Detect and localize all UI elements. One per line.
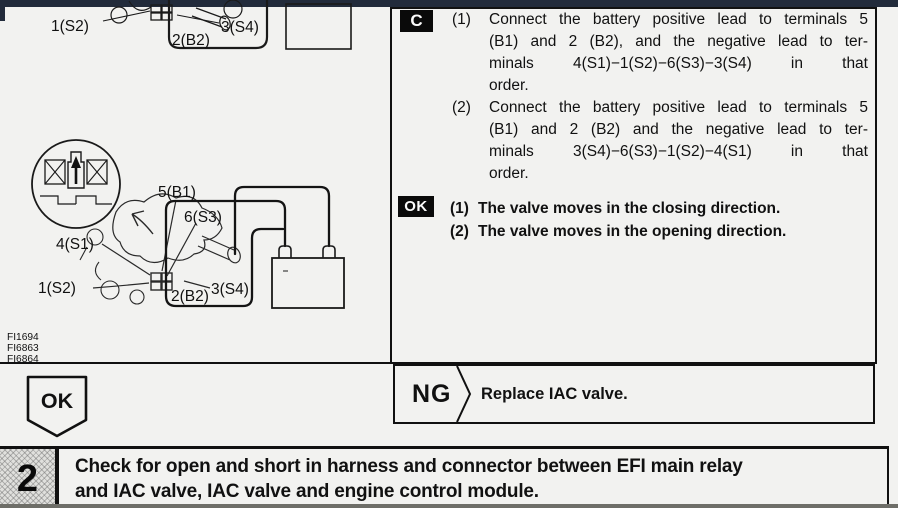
condition-badge: C <box>400 10 433 32</box>
terminal-label-5b1: 5(B1) <box>158 184 196 201</box>
instruction-lines: Connect the battery positive lead to ter… <box>489 9 868 185</box>
coil-right-icon <box>86 159 108 185</box>
instruction-line: Connect the battery positive lead to ter… <box>489 99 868 116</box>
leader-3s4-top <box>176 14 220 24</box>
leader-1s2-top <box>102 10 151 22</box>
battery <box>271 245 345 309</box>
leader-1s2 <box>92 282 150 289</box>
figure-code-2: FI6863 <box>7 343 39 354</box>
terminal-label-2b2: 2(B2) <box>171 288 209 305</box>
ng-action-text: Replace IAC valve. <box>481 384 628 403</box>
result-text: The valve moves in the closing direction… <box>478 200 781 217</box>
terminal-label-4s1: 4(S1) <box>56 236 94 253</box>
leader-lines <box>92 199 211 289</box>
terminal-label-1s2: 1(S2) <box>38 280 76 297</box>
valve-direction-arrow-head <box>71 156 81 168</box>
ok-flow-label: OK <box>41 389 74 413</box>
battery-terminal-right <box>322 245 336 258</box>
iac-valve-diagrams: 1(S2) 2(B2) 3(S4) <box>7 0 352 365</box>
result-text: The valve moves in the opening direction… <box>478 223 787 240</box>
terminal-block-top <box>150 4 173 21</box>
step-cell-divider <box>55 449 59 508</box>
page-bottom-edge <box>0 504 898 508</box>
wire-to-left-terminal <box>164 199 287 308</box>
leader-5b1 <box>161 199 177 272</box>
instruction-line: Connect the battery positive lead to ter… <box>489 11 868 28</box>
terminal-label-6s3: 6(S3) <box>184 209 222 226</box>
step-marker-1: (1) <box>452 11 471 28</box>
ok-result-badge: OK <box>398 196 434 217</box>
instruction-line: (B1) and 2 (B2), and the negative lead t… <box>489 33 868 50</box>
ok-result-line-1: (1) The valve moves in the closing direct… <box>450 197 870 220</box>
wire-loop-top <box>167 0 269 50</box>
terminal-label-2b2-top: 2(B2) <box>172 32 210 49</box>
battery-top <box>285 3 352 50</box>
next-step-row: 2 Check for open and short in harness an… <box>0 446 889 508</box>
table-bottom-rule <box>0 361 877 364</box>
battery-wiring <box>164 185 331 308</box>
instruction-line: minals 4(S1)−1(S2)−6(S3)−3(S4) in that <box>489 55 868 72</box>
instruction-line: (B1) and 2 (B2) and the negative lead to… <box>489 121 868 138</box>
wire-to-right-terminal <box>233 185 331 256</box>
ng-label: NG <box>412 379 452 408</box>
battery-case <box>271 257 345 309</box>
step-number-cell: 2 <box>0 449 55 508</box>
step-description: Check for open and short in harness and … <box>75 454 743 504</box>
instruction-line: order. <box>489 165 529 182</box>
valve-plunger <box>67 151 85 189</box>
step-description-line-2: and IAC valve, IAC valve and engine cont… <box>75 481 539 502</box>
leader-3s4 <box>183 280 211 289</box>
figure-code-3: FI6864 <box>7 354 39 365</box>
result-marker: (1) <box>450 200 469 217</box>
instruction-line: order. <box>489 77 529 94</box>
terminal-label-1s2-top: 1(S2) <box>51 18 89 35</box>
ok-result-line-2: (2) The valve moves in the opening direct… <box>450 220 870 243</box>
terminal-label-3s4-top: 3(S4) <box>221 19 259 36</box>
page-left-edge <box>0 0 5 21</box>
instruction-line: minals 3(S4)−6(S3)−1(S2)−4(S1) in that <box>489 143 868 160</box>
step-marker-2: (2) <box>452 99 471 116</box>
terminal-block <box>150 272 173 291</box>
result-marker: (2) <box>450 223 469 240</box>
step-number: 2 <box>16 457 39 500</box>
ng-chevron-icon <box>456 366 472 422</box>
coil-left-icon <box>44 159 66 185</box>
ng-action-box: NG Replace IAC valve. <box>393 364 875 424</box>
figure-code-1: FI1694 <box>7 332 39 343</box>
step-description-line-1: Check for open and short in harness and … <box>75 456 743 477</box>
page-top-edge <box>0 0 898 7</box>
inset-pointer-arrow <box>131 210 154 235</box>
leader-4s1 <box>101 243 151 276</box>
terminal-label-3s4: 3(S4) <box>211 281 249 298</box>
battery-terminal-left <box>278 245 292 258</box>
valve-inset-circle <box>31 139 121 229</box>
top-diagram-fragment <box>102 0 352 50</box>
ok-flow-marker: OK <box>26 375 88 438</box>
leader-6s3 <box>166 222 197 277</box>
